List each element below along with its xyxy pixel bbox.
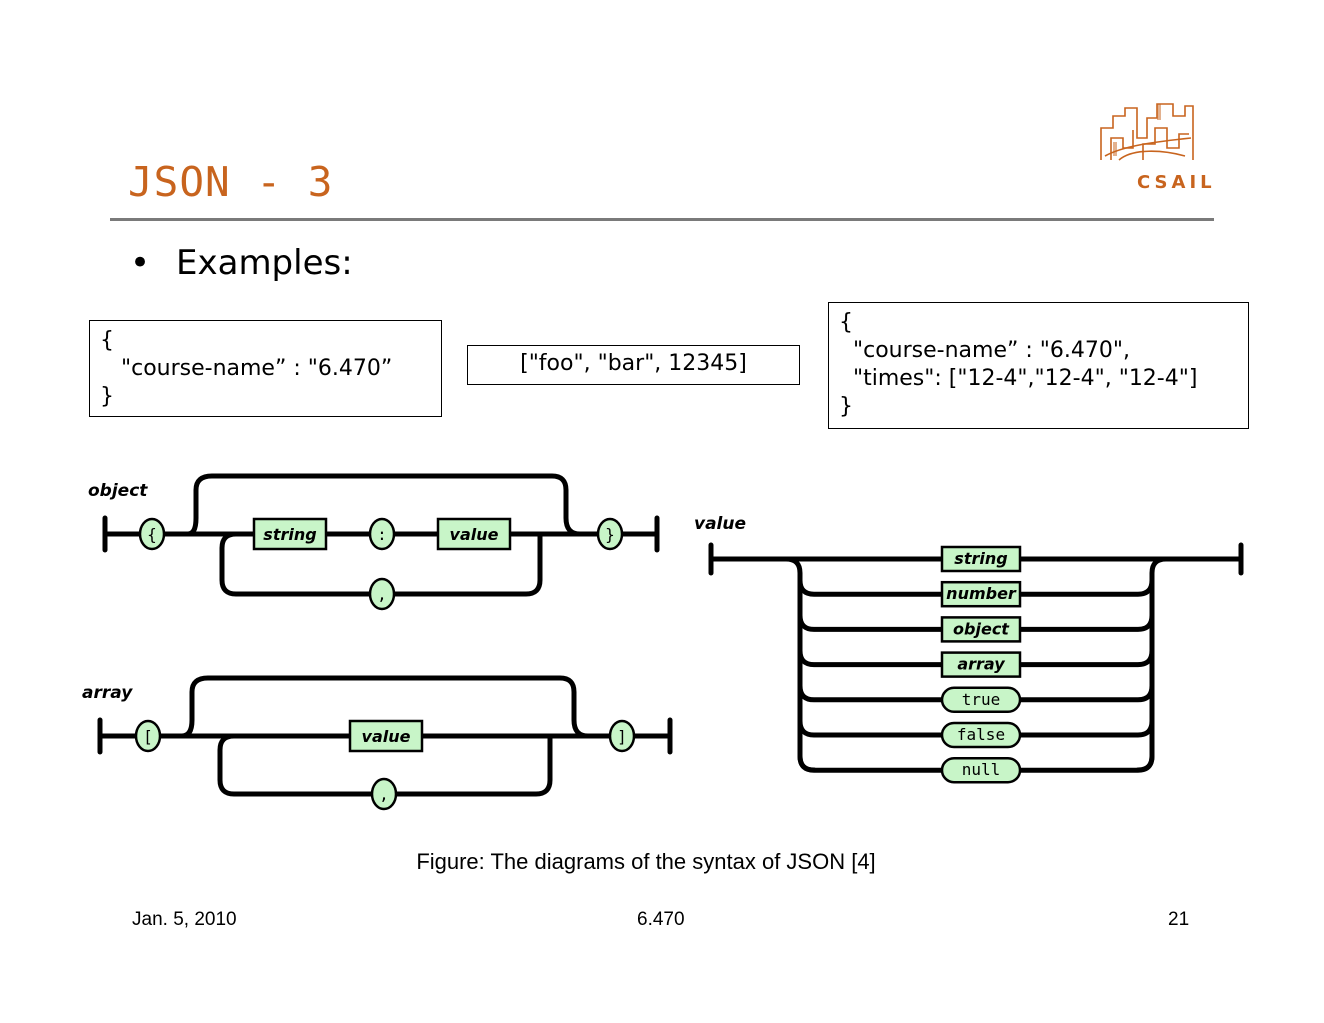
value-branch-in bbox=[797, 718, 945, 738]
value-branch-out bbox=[1017, 753, 1155, 773]
csail-logo: CSAIL bbox=[1100, 103, 1216, 193]
value-option-number-label: number bbox=[946, 584, 1017, 603]
object-close-brace-label: } bbox=[605, 525, 615, 544]
value-option-number-node bbox=[940, 580, 1022, 608]
footer-page-number: 21 bbox=[1168, 909, 1190, 930]
object-colon-node bbox=[368, 517, 396, 551]
value-option-object-label: object bbox=[953, 619, 1010, 638]
value-option-string-node bbox=[940, 545, 1022, 573]
value-branch-out bbox=[1017, 683, 1155, 703]
value-option-null-label: null bbox=[962, 760, 1001, 779]
array-close-bracket-node bbox=[608, 719, 636, 753]
value-branch-out bbox=[1017, 648, 1155, 668]
array-diagram-label: array bbox=[82, 683, 133, 703]
bullet-text: Examples: bbox=[176, 243, 353, 283]
value-branch-out bbox=[1017, 612, 1155, 632]
value-option-true-label: true bbox=[962, 690, 1001, 709]
value-branch-in bbox=[797, 683, 945, 703]
footer-course: 6.470 bbox=[637, 909, 685, 930]
bullet-item: • Examples: bbox=[130, 243, 353, 283]
value-option-null-node bbox=[940, 756, 1022, 784]
value-branch-out bbox=[1017, 718, 1155, 738]
footer-date: Jan. 5, 2010 bbox=[132, 909, 237, 930]
array-example-box: ["foo", "bar", 12345] bbox=[467, 345, 800, 385]
value-branch-out bbox=[1017, 577, 1155, 597]
value-option-array-node bbox=[940, 651, 1022, 678]
title-divider bbox=[110, 218, 1214, 221]
value-option-false-label: false bbox=[957, 725, 1005, 744]
object-example-box: { "course-name” : "6.470” } bbox=[89, 320, 442, 417]
value-option-array-label: array bbox=[957, 655, 1005, 674]
value-diagram-label: value bbox=[694, 514, 746, 534]
object-open-brace-node bbox=[138, 517, 166, 551]
object-comma-node bbox=[368, 577, 396, 611]
object-string-node bbox=[252, 517, 328, 551]
object-value-label: value bbox=[450, 525, 499, 544]
value-option-object-node bbox=[940, 616, 1022, 643]
array-value-node bbox=[348, 719, 424, 753]
value-branch-in bbox=[797, 577, 945, 597]
object-diagram-label: object bbox=[88, 481, 148, 501]
value-branch-in bbox=[797, 648, 945, 668]
object-colon-label: : bbox=[377, 525, 387, 544]
array-comma-label: , bbox=[379, 785, 389, 804]
bullet-dot: • bbox=[130, 243, 151, 283]
object-value-node bbox=[436, 517, 512, 551]
slide-title: JSON - 3 bbox=[128, 158, 334, 206]
object-string-label: string bbox=[263, 525, 316, 544]
array-value-label: value bbox=[362, 727, 411, 746]
array-open-bracket-node bbox=[134, 719, 162, 753]
value-branch-in bbox=[797, 612, 945, 632]
csail-logo-text: CSAIL bbox=[1137, 172, 1216, 193]
figure-caption: Figure: The diagrams of the syntax of JS… bbox=[416, 849, 876, 874]
object-open-brace-label: { bbox=[147, 525, 157, 544]
array-open-bracket-label: [ bbox=[143, 727, 153, 746]
value-option-false-node bbox=[940, 721, 1022, 749]
array-comma-node bbox=[370, 777, 398, 811]
value-option-true-node bbox=[940, 686, 1022, 714]
array-close-bracket-label: ] bbox=[617, 727, 627, 746]
value-option-string-label: string bbox=[954, 549, 1007, 568]
object-diagram: object { string : value , } bbox=[88, 473, 660, 611]
value-branch-in bbox=[797, 753, 945, 773]
nested-example-box: { "course-name” : "6.470", "times": ["12… bbox=[828, 302, 1249, 429]
value-diagram: value string number object array true false nu… bbox=[694, 514, 1244, 784]
object-close-brace-node bbox=[596, 517, 624, 551]
object-comma-label: , bbox=[377, 585, 387, 604]
array-diagram: array [ value , ] bbox=[82, 675, 673, 811]
